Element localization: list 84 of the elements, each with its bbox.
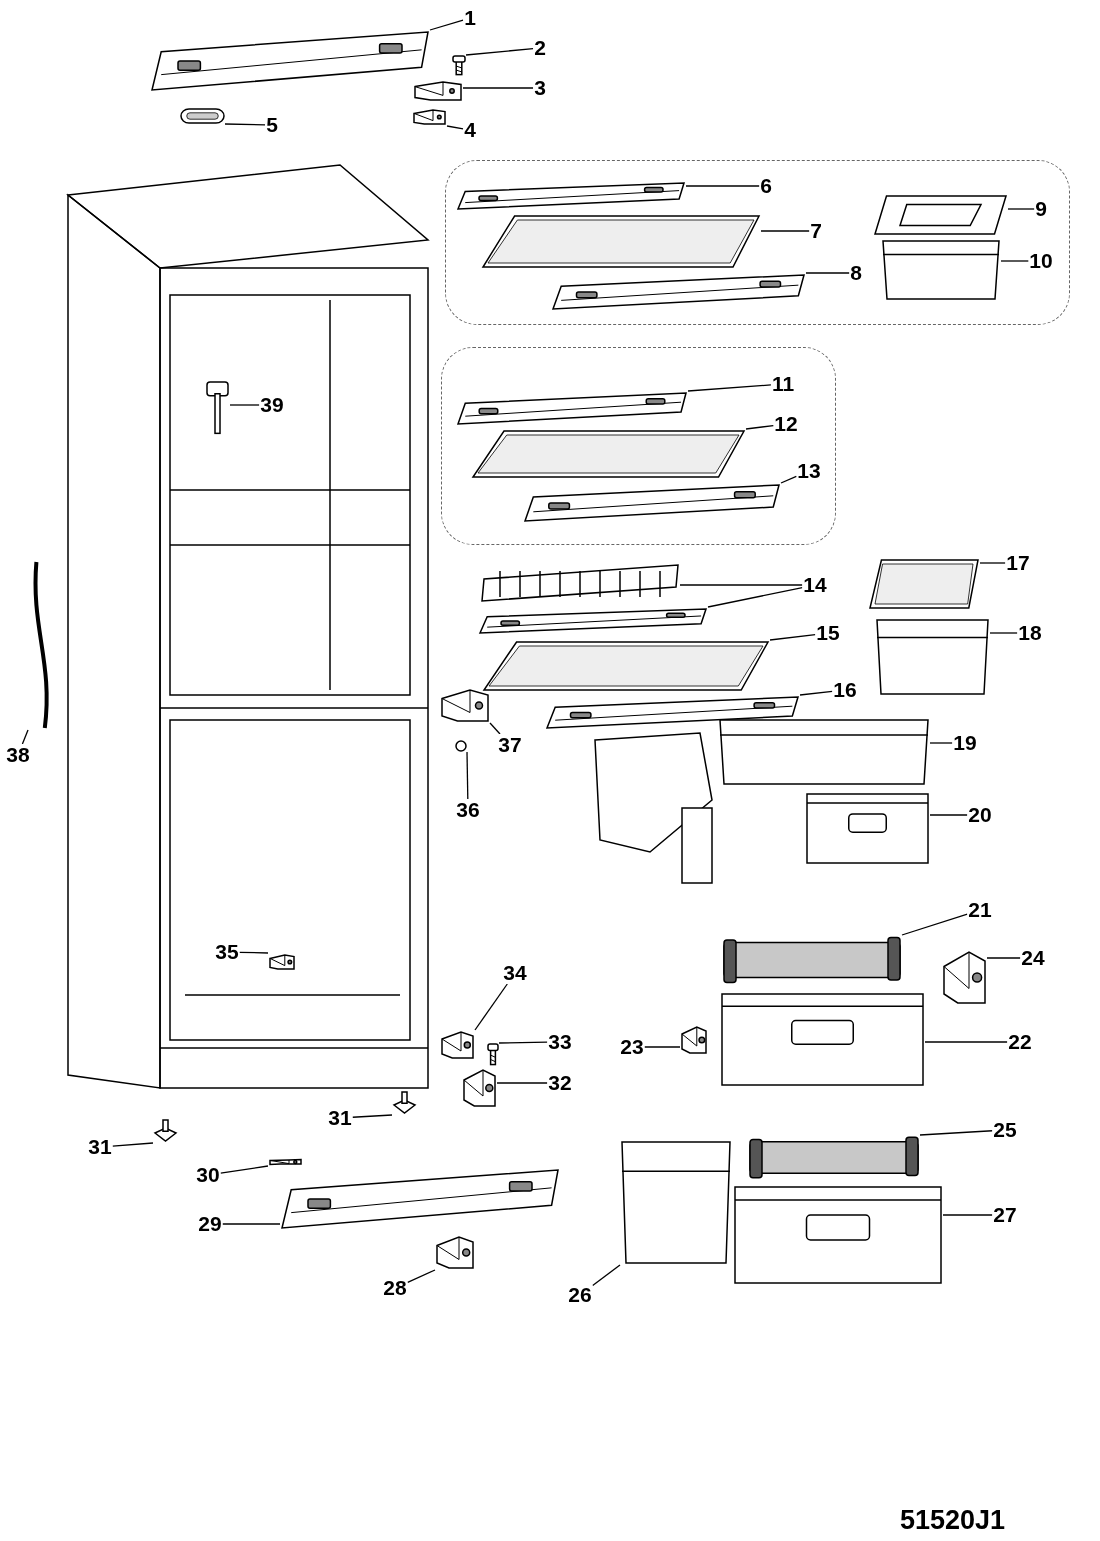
- glass-shelf-drawing: [471, 429, 746, 479]
- leader-line: [687, 384, 772, 392]
- glass-shelf-drawing: [481, 214, 761, 269]
- leader-line: [352, 1114, 393, 1118]
- hinge-drawing: [413, 80, 463, 102]
- drawer-flap-drawing: [748, 1135, 920, 1180]
- leader-line: [805, 272, 850, 274]
- leader-line: [224, 123, 266, 126]
- dashed-group-outline: [441, 347, 836, 545]
- leader-line: [644, 1046, 681, 1048]
- leader-line: [112, 1142, 154, 1147]
- bracket-drawing: [942, 950, 987, 1005]
- top-rail-drawing: [150, 30, 430, 92]
- leader-line: [924, 1041, 1008, 1043]
- leader-line: [929, 742, 953, 744]
- leader-line: [942, 1214, 993, 1216]
- screw-drawing: [452, 55, 466, 75]
- leader-line: [745, 424, 774, 430]
- leader-line: [465, 48, 534, 56]
- adjustable-foot-drawing: [153, 1118, 178, 1143]
- leader-line: [21, 729, 29, 745]
- leader-line: [769, 633, 816, 641]
- leader-line: [489, 722, 501, 735]
- base-grille-drawing: [280, 1168, 560, 1230]
- leader-line: [707, 586, 803, 608]
- vent-rail-drawing: [480, 563, 680, 603]
- tray-lid-drawing: [873, 194, 1008, 236]
- leader-line: [496, 1082, 548, 1084]
- leader-line: [407, 1269, 436, 1283]
- freezer-bin-drawing: [620, 1140, 732, 1265]
- ball-drawing: [455, 740, 467, 752]
- drawer-front-drawing: [805, 792, 930, 865]
- drawer-flap-drawing: [722, 935, 902, 985]
- pin-drawing: [487, 1043, 499, 1065]
- drain-plug-drawing: [268, 953, 296, 971]
- drawing-code: 51520J1: [899, 1505, 1005, 1536]
- hinge-drawing: [440, 688, 490, 723]
- cap-drawing: [180, 108, 225, 124]
- leader-line: [592, 1264, 621, 1287]
- tray-drawing: [881, 239, 1001, 301]
- leader-line: [799, 690, 833, 696]
- key-drawing: [205, 380, 230, 435]
- plate-drawing: [440, 1030, 475, 1060]
- leader-line: [1000, 260, 1029, 262]
- leader-line: [229, 404, 260, 406]
- leader-line: [429, 19, 464, 31]
- adjustable-foot-drawing: [392, 1090, 417, 1115]
- bracket-drawing: [680, 1025, 708, 1055]
- shelf-rail-drawing: [478, 607, 708, 635]
- leader-line: [979, 562, 1006, 564]
- shelf-trim-drawing: [551, 273, 806, 311]
- leader-line: [474, 983, 508, 1031]
- leader-line: [901, 913, 968, 936]
- leader-line: [239, 951, 269, 954]
- shelf-rail-drawing: [456, 181, 686, 211]
- shelf-trim-drawing: [545, 695, 800, 730]
- tray-lid-drawing: [868, 558, 980, 610]
- leader-line: [760, 230, 810, 232]
- leader-line: [986, 957, 1021, 959]
- leader-line: [222, 1223, 281, 1225]
- leader-line: [679, 584, 803, 586]
- leader-line: [446, 125, 464, 130]
- clip-drawing: [268, 1158, 303, 1166]
- clip-drawing: [412, 108, 447, 126]
- shelf-rail-drawing: [456, 391, 688, 426]
- shelf-trim-drawing: [523, 483, 781, 523]
- drawer-drawing: [733, 1185, 943, 1285]
- leader-line: [498, 1041, 548, 1044]
- leader-line: [989, 632, 1018, 634]
- leader-line: [780, 475, 797, 484]
- leader-line: [685, 185, 760, 187]
- leader-line: [929, 814, 968, 816]
- drawer-drawing: [720, 992, 925, 1087]
- leader-line: [220, 1165, 269, 1174]
- leader-line: [462, 87, 534, 89]
- dashed-group-outline: [445, 160, 1070, 325]
- clip-drawing: [435, 1235, 475, 1270]
- glass-shelf-drawing: [482, 640, 770, 692]
- crisper-bin-drawing: [718, 718, 930, 786]
- hinge-drawing: [462, 1068, 497, 1108]
- leader-line: [1007, 208, 1035, 210]
- leader-line: [466, 751, 469, 800]
- tray-drawing: [875, 618, 990, 696]
- leader-line: [919, 1130, 993, 1136]
